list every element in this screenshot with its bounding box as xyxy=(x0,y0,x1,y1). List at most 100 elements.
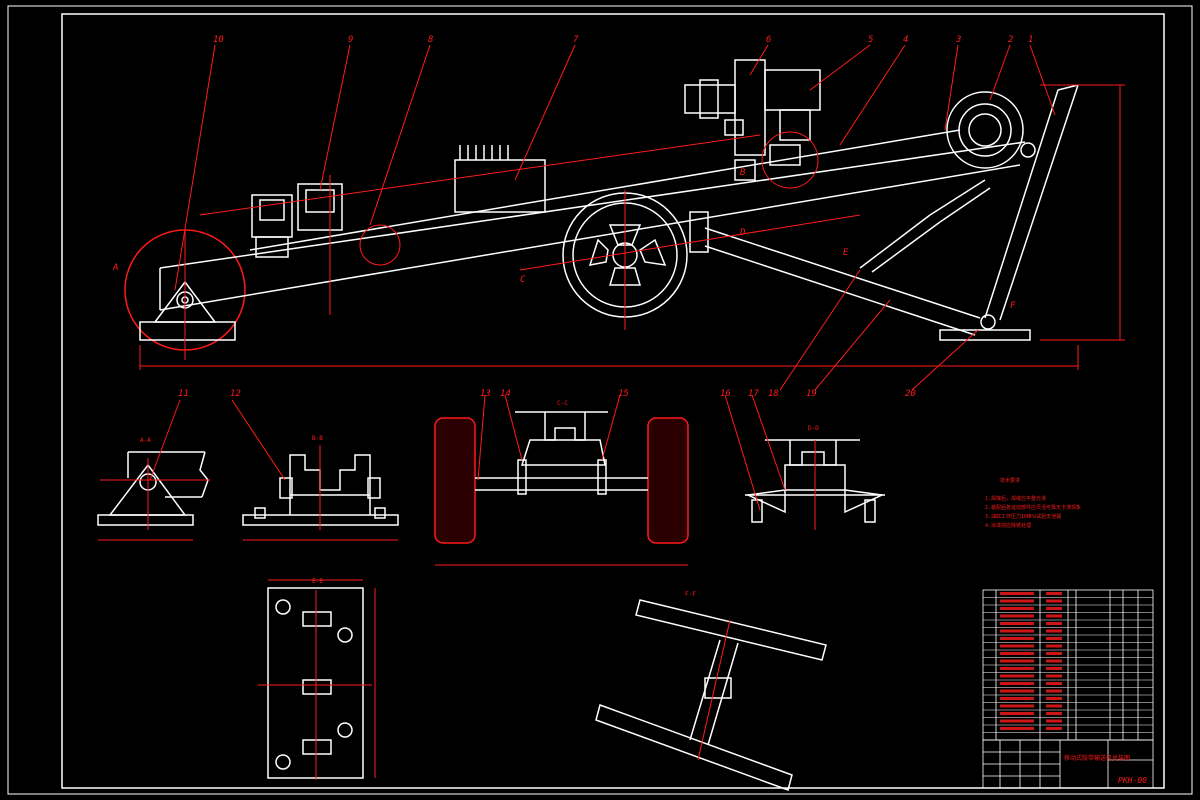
callout-15: 15 xyxy=(618,389,629,399)
tech-req-line-2: 2.装配后各运动部件应灵活可靠无卡滞现象 xyxy=(985,504,1081,511)
parts-row-code xyxy=(1000,599,1034,603)
main-callout-numbers: 10 9 8 7 6 5 4 3 2 1 18 19 20 A C D E F … xyxy=(112,35,1033,399)
label-c: C xyxy=(520,275,526,285)
main-dim-lines xyxy=(139,84,1125,370)
parts-row-code xyxy=(1000,629,1034,633)
callout-18: 18 xyxy=(768,389,779,399)
parts-row-name xyxy=(1046,644,1062,648)
parts-row-name xyxy=(1046,719,1062,723)
callout-1: 1 xyxy=(1028,35,1033,45)
callout-11: 11 xyxy=(178,389,189,399)
parts-row-name xyxy=(1046,682,1062,685)
parts-row-code xyxy=(1000,607,1034,610)
idler-left-2 xyxy=(297,183,343,231)
title-block xyxy=(982,739,1154,789)
inner-frame xyxy=(61,13,1165,789)
parts-row-name xyxy=(1046,712,1062,715)
main-leader-lines xyxy=(174,44,1056,391)
parts-row-name xyxy=(1046,652,1062,655)
section-labels: A-A B-B C-C D-D E-E F-F xyxy=(140,400,819,598)
parts-row-name xyxy=(1046,667,1062,670)
outer-frame xyxy=(7,5,1193,795)
parts-row-code xyxy=(1000,592,1034,595)
tech-req-line-3: 3.油缸工作压力16MPa试验无泄漏 xyxy=(985,513,1061,520)
callout-3: 3 xyxy=(955,35,961,45)
parts-row-code xyxy=(1000,712,1034,715)
parts-row-code xyxy=(1000,727,1034,730)
parts-row-name xyxy=(1046,704,1062,708)
section-a-a: A-A xyxy=(140,437,151,444)
parts-row-name xyxy=(1046,592,1062,595)
main-frame-top xyxy=(159,141,1026,269)
parts-row-name xyxy=(1046,614,1062,618)
parts-row-code xyxy=(1000,719,1034,723)
parts-row-name xyxy=(1046,599,1062,603)
lower-strut-top xyxy=(704,227,981,319)
drawing-name: 移动式胶带输送机总装图 xyxy=(1064,754,1130,762)
callout-6: 6 xyxy=(766,35,771,45)
right-leg-outer xyxy=(999,84,1079,321)
parts-row-name xyxy=(1046,637,1062,640)
main-frame-bottom xyxy=(159,164,1021,311)
head-pulley xyxy=(946,91,1024,169)
parts-row-code xyxy=(1000,637,1034,640)
parts-row-code xyxy=(1000,697,1034,700)
label-d: D xyxy=(739,228,745,238)
parts-row-name xyxy=(1046,607,1062,610)
parts-row-code xyxy=(1000,652,1034,655)
callout-10: 10 xyxy=(213,35,224,45)
parts-row-code xyxy=(1000,659,1034,663)
parts-row-code xyxy=(1000,614,1034,618)
callout-5: 5 xyxy=(868,35,873,45)
detail-a-a xyxy=(97,451,209,526)
technical-requirements: 技术要求 1.焊接后，焊缝应平整光滑 2.装配后各运动部件应灵活可靠无卡滞现象 … xyxy=(985,477,1081,529)
callout-17: 17 xyxy=(748,389,759,399)
callout-16: 16 xyxy=(720,389,731,399)
parts-row-code xyxy=(1000,674,1034,678)
parts-row-code xyxy=(1000,667,1034,670)
callout-14: 14 xyxy=(500,389,511,399)
parts-row-name xyxy=(1046,697,1062,700)
parts-row-code xyxy=(1000,622,1034,625)
idler-left-1 xyxy=(251,194,293,238)
parts-row-code xyxy=(1000,644,1034,648)
callout-8: 8 xyxy=(428,35,433,45)
callout-20: 20 xyxy=(905,389,916,399)
callout-19: 19 xyxy=(806,389,817,399)
tech-req-title: 技术要求 xyxy=(1000,477,1020,484)
parts-row-code xyxy=(1000,682,1034,685)
callout-13: 13 xyxy=(480,389,491,399)
section-f-f: F-F xyxy=(685,591,696,598)
parts-row-name xyxy=(1046,622,1062,625)
detail-f-f xyxy=(595,599,827,791)
section-c-c: C-C xyxy=(557,400,568,407)
section-d-d: D-D xyxy=(808,425,819,432)
label-b: B xyxy=(740,168,746,178)
parts-row-name xyxy=(1046,629,1062,633)
tech-req-line-1: 1.焊接后，焊缝应平整光滑 xyxy=(985,495,1046,502)
drawing-number: PKH-00 xyxy=(1118,776,1147,785)
section-b-b: B-B xyxy=(312,435,323,442)
callout-9: 9 xyxy=(348,35,353,45)
label-f: F xyxy=(1010,301,1016,311)
parts-row-code xyxy=(1000,704,1034,708)
callout-7: 7 xyxy=(573,35,579,45)
motor-unit xyxy=(684,84,736,114)
hydraulic-cylinder xyxy=(859,214,931,269)
parts-list-rows xyxy=(983,592,1153,733)
callout-12: 12 xyxy=(230,389,241,399)
detail-callout-numbers: 11 12 13 14 15 16 17 xyxy=(178,389,759,399)
parts-row-code xyxy=(1000,689,1034,693)
detail-c-c xyxy=(434,411,689,544)
parts-row-name xyxy=(1046,674,1062,678)
section-e-e: E-E xyxy=(312,578,323,585)
callout-4: 4 xyxy=(903,35,908,45)
right-base xyxy=(939,329,1031,341)
belt-top xyxy=(249,129,961,251)
parts-row-name xyxy=(1046,659,1062,663)
parts-row-name xyxy=(1046,727,1062,730)
parts-row-name xyxy=(1046,689,1062,693)
callout-2: 2 xyxy=(1008,35,1013,45)
tech-req-line-4: 4.涂漆前应除锈处理 xyxy=(985,522,1031,529)
